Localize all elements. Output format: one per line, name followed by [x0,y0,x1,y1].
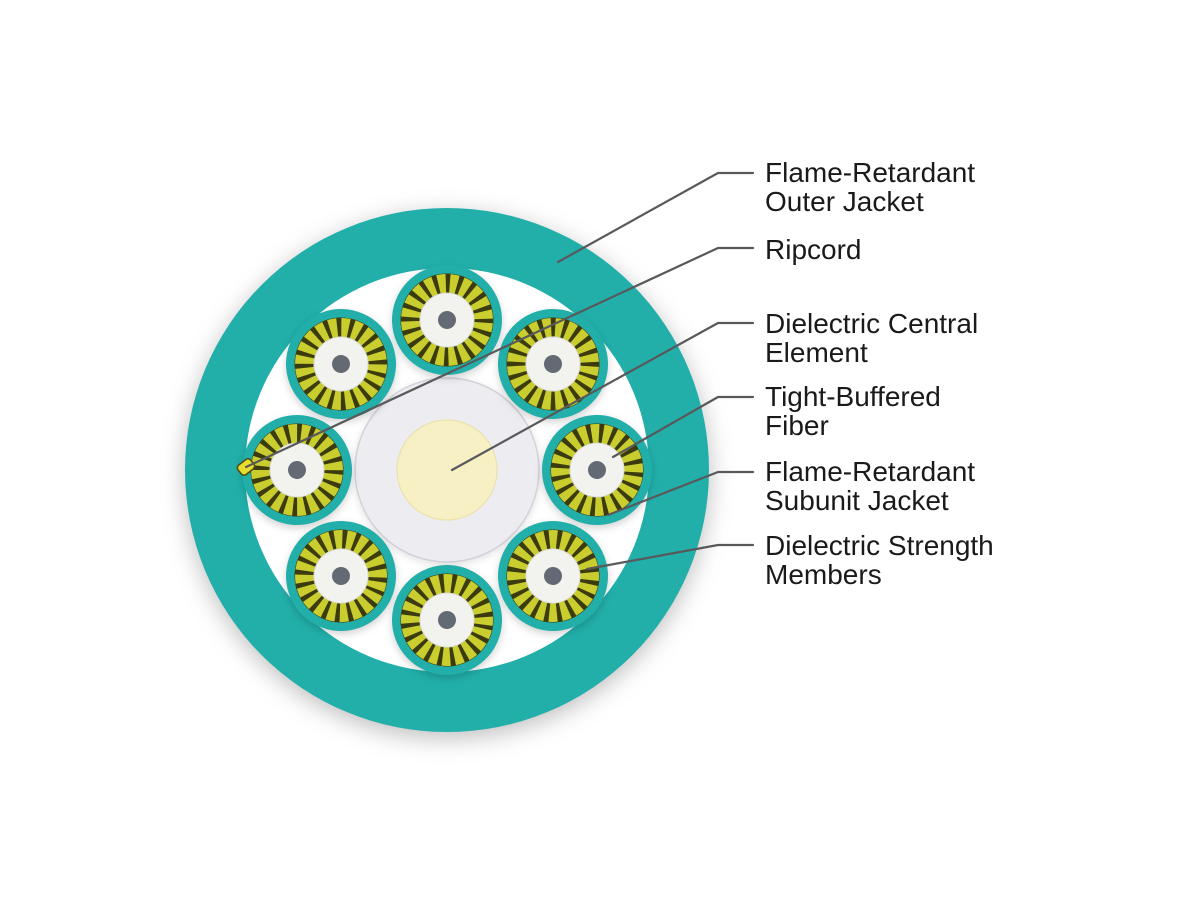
leader-lines [244,171,755,571]
leader-line-buffered-fiber [611,395,755,459]
label-strength-members: Dielectric Strength Members [765,530,994,590]
label-subunit-jacket: Flame-Retardant Subunit Jacket [765,456,976,516]
dielectric-central-element [354,377,540,563]
leader-line-subunit-jacket [606,470,755,517]
central-element-core [396,419,498,521]
label-central-element: Dielectric Central Element [765,308,979,368]
label-buffered-fiber: Tight-Buffered Fiber [765,381,941,441]
leader-line-strength-members [585,543,755,571]
label-ripcord: Ripcord [765,234,862,265]
leader-line-central-element [450,321,755,472]
leader-line-ripcord [244,246,755,469]
leader-line-outer-jacket [556,171,755,264]
label-outer-jacket: Flame-Retardant Outer Jacket [765,157,976,217]
